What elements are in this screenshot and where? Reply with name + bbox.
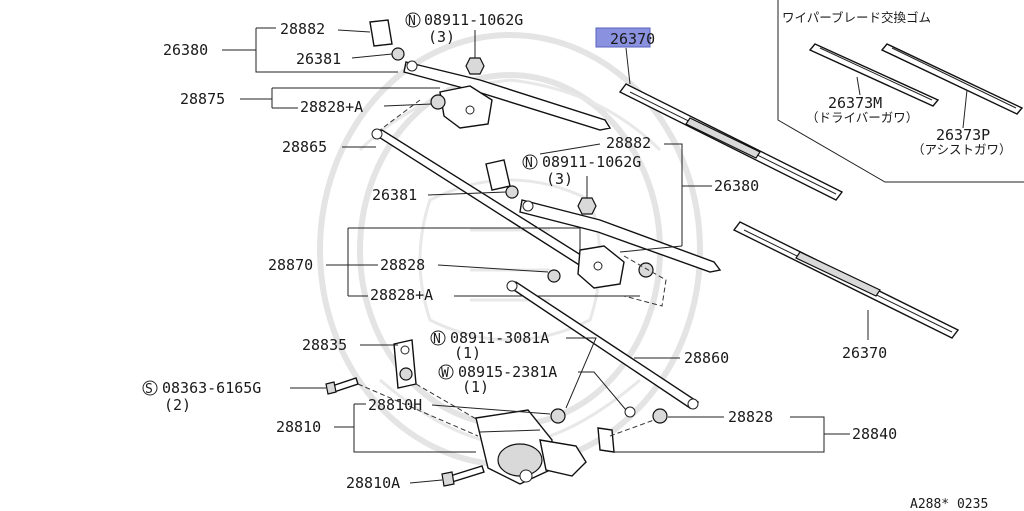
part-26380-upper-label[interactable]: 26380 bbox=[163, 41, 208, 59]
diagram-reference-code: A288* 0235 bbox=[910, 497, 988, 511]
bracket-28840 bbox=[597, 408, 668, 453]
part-28882-middle-label[interactable]: 28882 bbox=[606, 134, 651, 152]
pivot-link-middle bbox=[547, 245, 654, 289]
part-28828-lower-label[interactable]: 28828 bbox=[728, 408, 773, 426]
nut-middle-code-label[interactable]: 08911-1062G bbox=[542, 153, 641, 171]
part-26380-middle-label[interactable]: 26380 bbox=[714, 177, 759, 195]
part-28835-label[interactable]: 28835 bbox=[302, 336, 347, 354]
motor-bracket-28835 bbox=[393, 339, 417, 389]
nut-middle-N-symbol: N bbox=[525, 156, 533, 171]
part-26381-middle-label[interactable]: 26381 bbox=[372, 186, 417, 204]
part-28828A-middle-label[interactable]: 28828+A bbox=[370, 286, 433, 304]
part-26381-upper-label[interactable]: 26381 bbox=[296, 50, 341, 68]
part-28882-upper-label[interactable]: 28882 bbox=[280, 20, 325, 38]
link-rod-28860 bbox=[506, 280, 700, 410]
nut-upper-code-label[interactable]: 08911-1062G bbox=[424, 11, 523, 29]
nut-lower-qty-label: (1) bbox=[454, 344, 481, 362]
pivot-cap-middle bbox=[485, 159, 511, 191]
screw-code-label[interactable]: 08363-6165G bbox=[162, 379, 261, 397]
nut-lower-code-label[interactable]: 08911-3081A bbox=[450, 329, 549, 347]
part-28875-label[interactable]: 28875 bbox=[180, 90, 225, 108]
bolt-08363 bbox=[325, 377, 359, 395]
refill-box bbox=[777, 0, 1024, 183]
rubber-refill-assist bbox=[880, 43, 1024, 115]
washer-W-symbol: W bbox=[441, 366, 449, 381]
washer-part bbox=[624, 406, 636, 418]
pivot-link-upper bbox=[430, 85, 493, 129]
wiper-blade-upper bbox=[618, 83, 844, 201]
part-28828A-upper-label[interactable]: 28828+A bbox=[300, 98, 363, 116]
wiper-arm-upper bbox=[403, 60, 612, 131]
part-28865-label[interactable]: 28865 bbox=[282, 138, 327, 156]
rubber-refill-driver bbox=[808, 43, 940, 107]
part-26370-lower-label[interactable]: 26370 bbox=[842, 344, 887, 362]
nut-upper bbox=[465, 57, 485, 75]
nut-upper-qty-label: (3) bbox=[428, 28, 455, 46]
part-28860-label[interactable]: 28860 bbox=[684, 349, 729, 367]
pivot-cap-upper bbox=[369, 19, 393, 47]
part-28840-label[interactable]: 28840 bbox=[852, 425, 897, 443]
wiper-blade-lower bbox=[732, 221, 960, 339]
screw-S-symbol: S bbox=[145, 382, 153, 397]
part-26373M-label: 26373M bbox=[828, 94, 882, 112]
wiper-arm-middle bbox=[519, 199, 722, 273]
part-28810-label[interactable]: 28810 bbox=[276, 418, 321, 436]
bolt-28810A bbox=[441, 465, 485, 487]
part-28810A-label[interactable]: 28810A bbox=[346, 474, 400, 492]
nut-middle bbox=[577, 197, 597, 215]
refill-header-label: ワイパーブレード交換ゴム bbox=[782, 10, 931, 25]
part-26373P-note: （アシストガワ） bbox=[912, 142, 1012, 157]
nut-upper-N-symbol: N bbox=[408, 14, 416, 29]
part-28810H-label[interactable]: 28810H bbox=[368, 396, 422, 414]
washer-code-label[interactable]: 08915-2381A bbox=[458, 363, 557, 381]
part-26373P-label: 26373P bbox=[936, 126, 990, 144]
nut-middle-qty-label: (3) bbox=[546, 170, 573, 188]
pivot-washer-upper bbox=[391, 47, 405, 61]
part-26370-upper-label[interactable]: 26370 bbox=[610, 30, 655, 48]
wiper-motor bbox=[475, 408, 587, 485]
part-26373M-note: （ドライバーガワ） bbox=[806, 110, 918, 125]
part-28828-middle-label[interactable]: 28828 bbox=[380, 256, 425, 274]
screw-qty-label: (2) bbox=[164, 396, 191, 414]
part-28870-label[interactable]: 28870 bbox=[268, 256, 313, 274]
pivot-washer-middle bbox=[505, 185, 519, 199]
nut-lower-N-symbol: N bbox=[433, 332, 441, 347]
highlight-26370 bbox=[595, 27, 651, 48]
washer-qty-label: (1) bbox=[462, 378, 489, 396]
